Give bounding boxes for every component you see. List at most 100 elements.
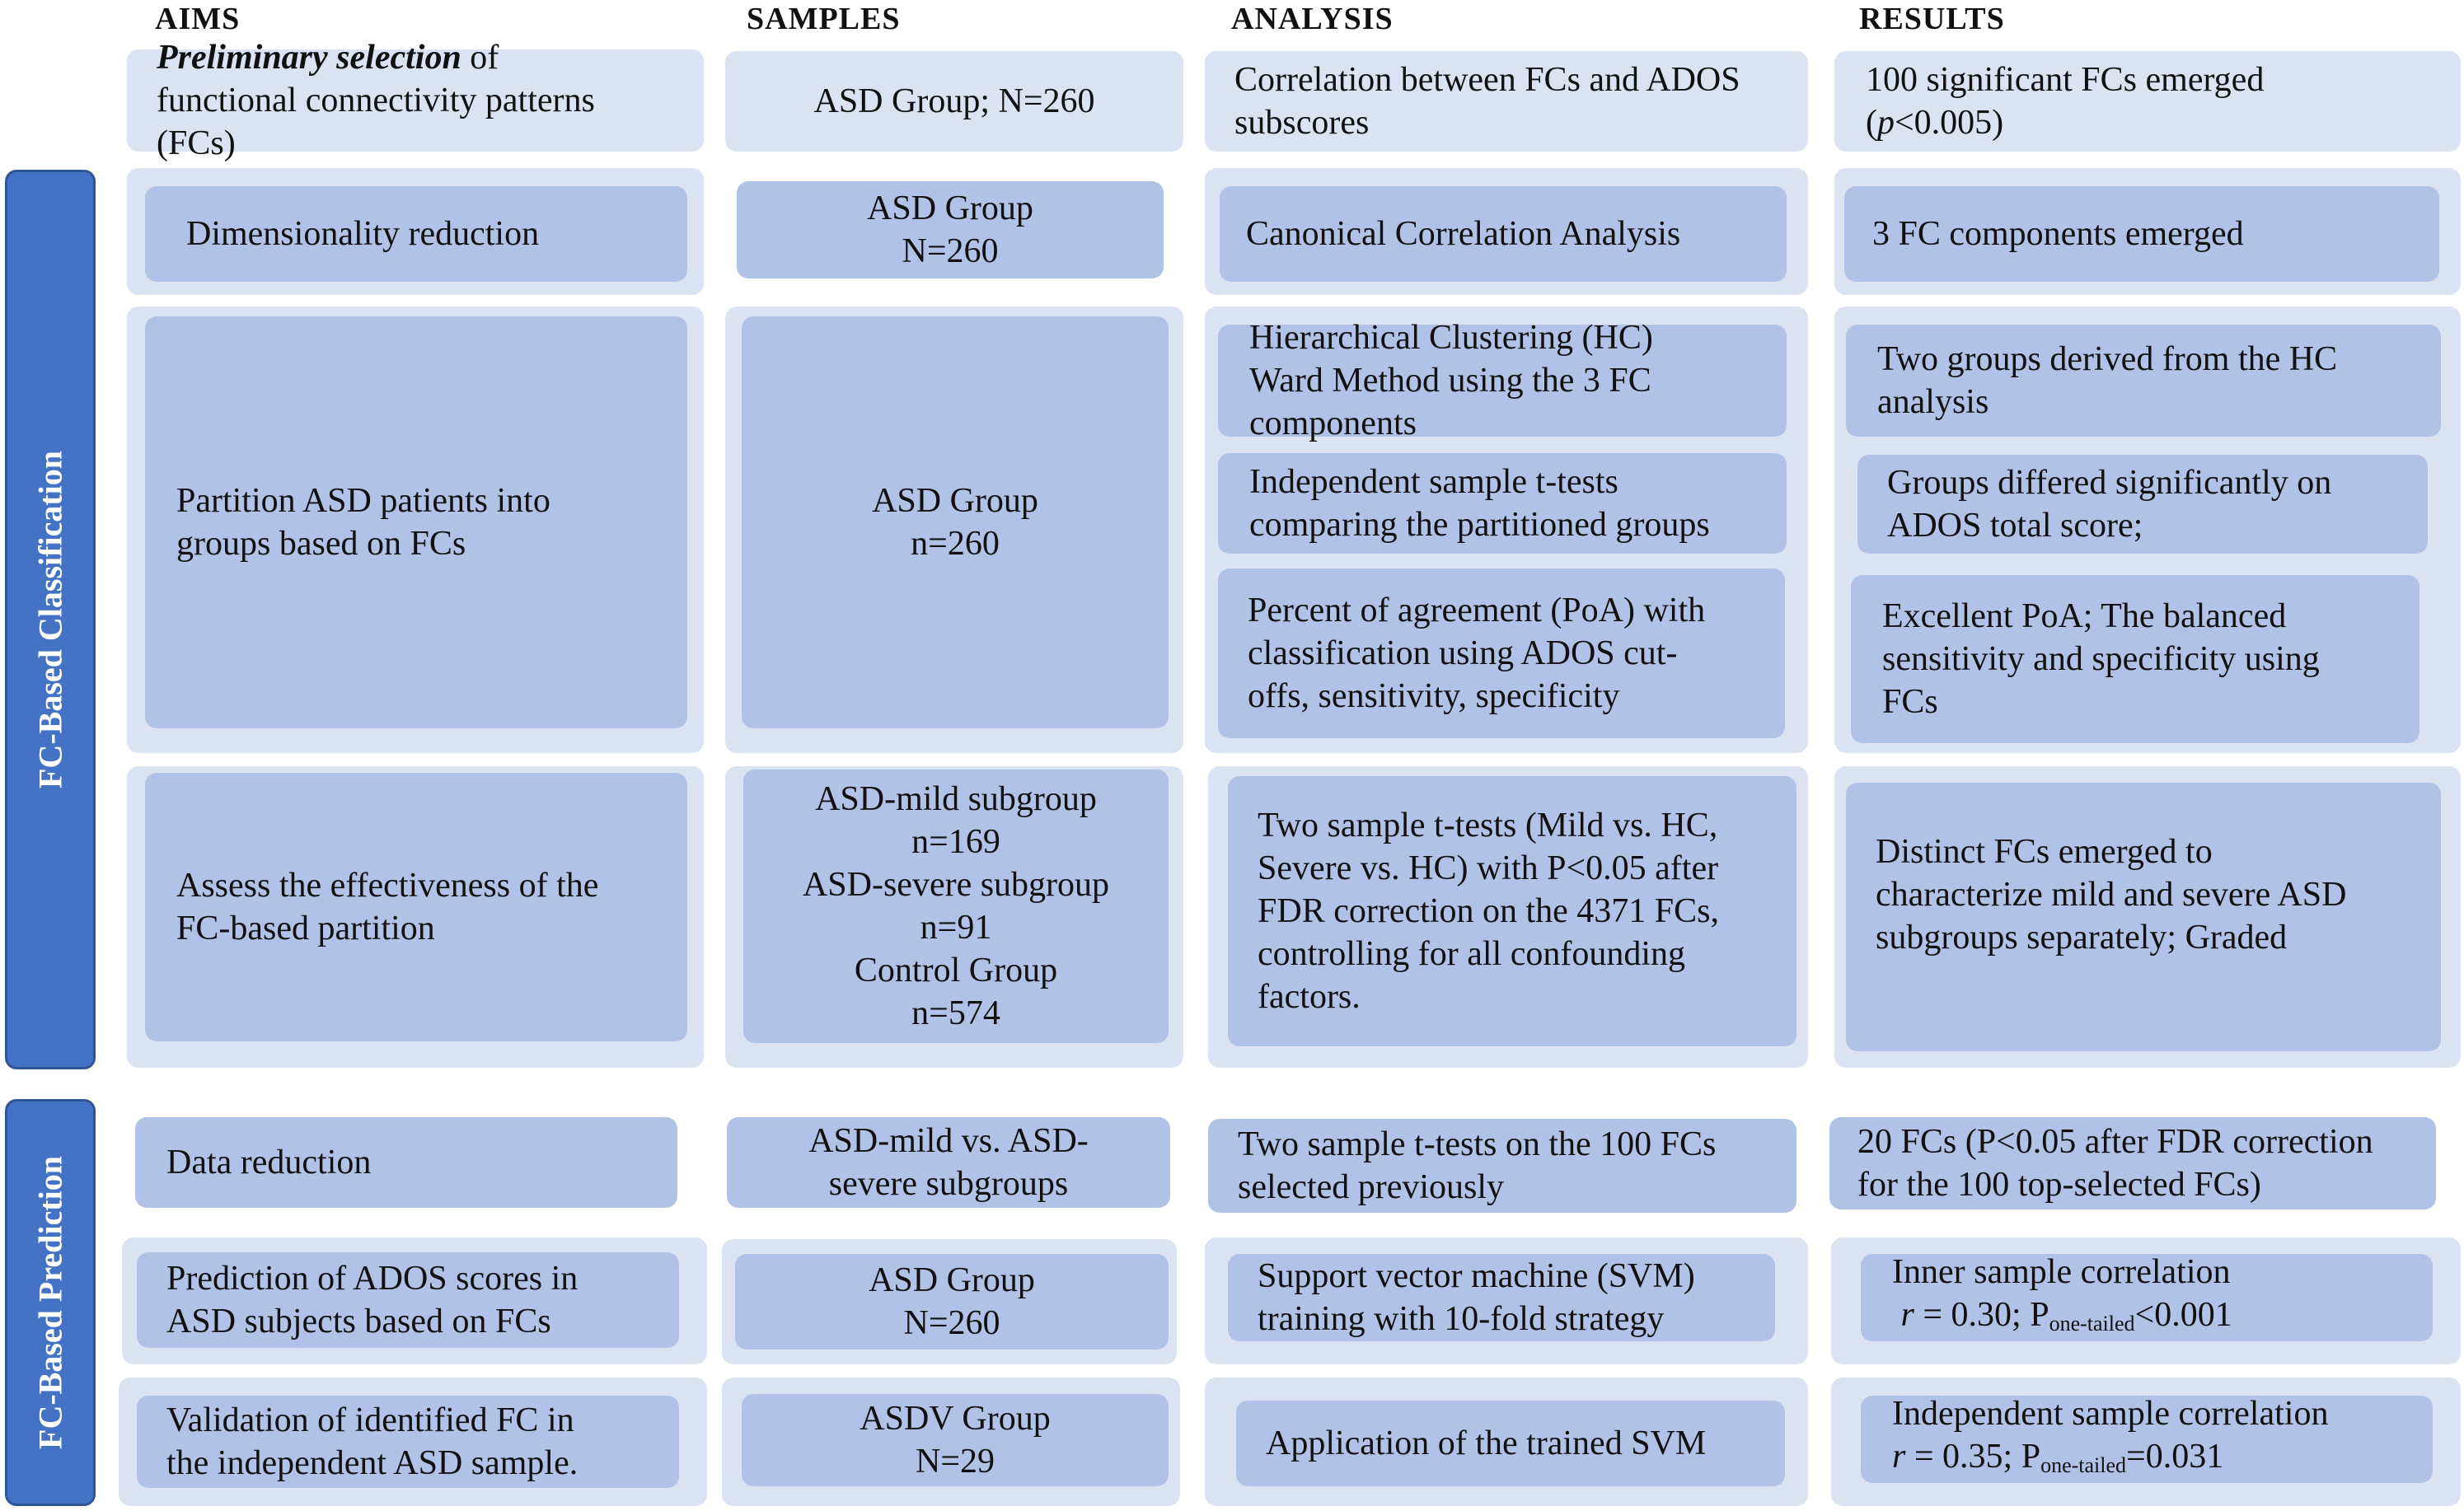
classification-side-label: FC-Based Classification — [31, 451, 69, 788]
row7-analysis-text: Application of the trained SVM — [1266, 1424, 1707, 1462]
row6-results-end: <0.001 — [2134, 1295, 2232, 1334]
row4-samples-line6: n=574 — [911, 994, 1000, 1032]
row3-analysis-b-line2: comparing the partitioned groups — [1249, 506, 1710, 544]
row4-results-box: Distinct FCs emerged to characterize mil… — [1846, 783, 2441, 1051]
row4-samples-line2: n=169 — [911, 823, 1000, 861]
row5-analysis-line1: Two sample t-tests on the 100 FCs — [1238, 1125, 1717, 1163]
classification-side-bar: FC-Based Classification — [5, 170, 96, 1069]
row3-results-a-line1: Two groups derived from the HC — [1877, 340, 2338, 378]
row1-analysis-line2: subscores — [1234, 104, 1370, 142]
row1-aims-box: Preliminary selection of functional conn… — [127, 39, 704, 162]
row3-analysis-poa-box: Percent of agreement (PoA) with classifi… — [1218, 568, 1785, 738]
row4-analysis-line3: FDR correction on the 4371 FCs, — [1258, 892, 1719, 930]
row2-results-box: 3 FC components emerged — [1844, 186, 2439, 282]
row4-samples-line4: n=91 — [920, 909, 992, 947]
row3-analysis-b-line1: Independent sample t-tests — [1249, 463, 1618, 501]
row6-samples-line2: N=260 — [903, 1304, 1000, 1342]
row2-samples-line2: N=260 — [902, 232, 999, 270]
row7-samples-line2: N=29 — [915, 1443, 995, 1481]
header-aims: AIMS — [155, 2, 241, 36]
row1-aims-emphasis: Preliminary selection — [157, 39, 461, 77]
row6-results-line2: r = 0.30; Pone-tailed<0.001 — [1892, 1293, 2232, 1345]
row3-samples-box: ASD Group n=260 — [742, 316, 1169, 728]
row3-results-b-line1: Groups differed significantly on — [1887, 464, 2332, 502]
row5-results-line2: for the 100 top-selected FCs) — [1857, 1166, 2261, 1204]
row6-samples-box: ASD Group N=260 — [735, 1254, 1169, 1350]
row3-results-ttest-box: Groups differed significantly on ADOS to… — [1857, 455, 2428, 554]
row6-results-r: r — [1900, 1295, 1914, 1334]
row4-aims-line1: Assess the effectiveness of the — [176, 867, 599, 905]
row3-analysis-c-line1: Percent of agreement (PoA) with — [1248, 592, 1706, 629]
row1-analysis-box: Correlation between FCs and ADOS subscor… — [1205, 51, 1808, 152]
row7-aims-box: Validation of identified FC in the indep… — [137, 1396, 679, 1488]
row1-results-rest: <0.005) — [1895, 104, 2004, 142]
row3-analysis-hc-box: Hierarchical Clustering (HC) Ward Method… — [1218, 319, 1787, 442]
row2-aims-box: Dimensionality reduction — [145, 186, 687, 282]
row2-results-text: 3 FC components emerged — [1872, 215, 2244, 253]
row2-samples-line1: ASD Group — [867, 189, 1033, 227]
row1-results-line2: (p<0.005) — [1866, 101, 2003, 144]
header-results: RESULTS — [1859, 2, 2005, 36]
row7-results-line1: Independent sample correlation — [1892, 1394, 2329, 1433]
prediction-side-bar: FC-Based Prediction — [5, 1099, 96, 1506]
row3-results-b-line2: ADOS total score; — [1887, 507, 2143, 545]
row6-aims-box: Prediction of ADOS scores in ASD subject… — [137, 1252, 679, 1348]
row7-results-end: =0.031 — [2126, 1437, 2224, 1476]
row3-results-poa-box: Excellent PoA; The balanced sensitivity … — [1851, 575, 2419, 743]
row5-samples-line1: ASD-mild vs. ASD- — [808, 1122, 1089, 1160]
row7-samples-line1: ASDV Group — [860, 1400, 1051, 1438]
row4-samples-box: ASD-mild subgroup n=169 ASD-severe subgr… — [743, 770, 1169, 1043]
row3-results-c-line3: FCs — [1882, 683, 1938, 721]
row7-aims-line2: the independent ASD sample. — [166, 1444, 579, 1482]
row5-analysis-box: Two sample t-tests on the 100 FCs select… — [1208, 1119, 1796, 1213]
row4-results-line1: Distinct FCs emerged to — [1876, 833, 2213, 871]
prediction-side-label: FC-Based Prediction — [31, 1156, 69, 1449]
row2-aims-text: Dimensionality reduction — [186, 215, 540, 253]
row4-analysis-line2: Severe vs. HC) with P<0.05 after — [1258, 849, 1719, 887]
row3-results-hc-box: Two groups derived from the HC analysis — [1846, 325, 2441, 437]
row3-aims-line2: groups based on FCs — [176, 525, 466, 563]
row7-results-r: r — [1892, 1437, 1906, 1476]
row6-aims-line2: ASD subjects based on FCs — [166, 1303, 551, 1340]
header-samples: SAMPLES — [747, 2, 901, 36]
row2-analysis-text: Canonical Correlation Analysis — [1246, 215, 1681, 253]
row7-results-box: Independent sample correlation r = 0.35;… — [1861, 1395, 2433, 1483]
row4-aims-box: Assess the effectiveness of the FC-based… — [145, 773, 687, 1041]
row1-aims-line1: Preliminary selection of — [157, 36, 499, 79]
row6-samples-line1: ASD Group — [869, 1261, 1035, 1299]
row3-results-c-line1: Excellent PoA; The balanced — [1882, 597, 2287, 635]
row1-results-line1: 100 significant FCs emerged — [1866, 61, 2265, 99]
row3-analysis-ttest-box: Independent sample t-tests comparing the… — [1218, 453, 1787, 554]
row1-samples-text: ASD Group; N=260 — [813, 82, 1095, 120]
row1-results-box: 100 significant FCs emerged (p<0.005) — [1834, 51, 2461, 152]
row3-analysis-c-line2: classification using ADOS cut- — [1248, 634, 1678, 672]
row4-samples-line1: ASD-mild subgroup — [815, 780, 1097, 818]
row4-analysis-box: Two sample t-tests (Mild vs. HC, Severe … — [1228, 776, 1796, 1046]
row4-results-line2: characterize mild and severe ASD — [1876, 876, 2347, 914]
row1-analysis-line1: Correlation between FCs and ADOS — [1234, 61, 1740, 99]
row6-analysis-line1: Support vector machine (SVM) — [1258, 1257, 1695, 1295]
row2-analysis-box: Canonical Correlation Analysis — [1220, 186, 1787, 282]
row3-results-c-line2: sensitivity and specificity using — [1882, 640, 2320, 678]
header-analysis: ANALYSIS — [1231, 2, 1394, 36]
row5-samples-box: ASD-mild vs. ASD- severe subgroups — [727, 1117, 1170, 1208]
row5-aims-box: Data reduction — [135, 1117, 677, 1208]
row4-analysis-line5: factors. — [1258, 978, 1361, 1016]
row1-results-paren: ( — [1866, 104, 1877, 142]
row1-aims-rest: of — [461, 39, 499, 77]
row6-results-sub: one-tailed — [2049, 1311, 2135, 1336]
row4-analysis-line4: controlling for all confounding — [1258, 935, 1686, 973]
row3-results-a-line2: analysis — [1877, 383, 1989, 421]
row7-results-line2: r = 0.35; Pone-tailed=0.031 — [1892, 1435, 2223, 1487]
row3-aims-line1: Partition ASD patients into — [176, 482, 550, 520]
row7-aims-line1: Validation of identified FC in — [166, 1401, 574, 1439]
row3-analysis-a-line2: Ward Method using the 3 FC — [1249, 362, 1651, 400]
row3-analysis-a-line1: Hierarchical Clustering (HC) — [1249, 319, 1653, 357]
row3-samples-line1: ASD Group — [872, 482, 1038, 520]
row4-results-line3: subgroups separately; Graded — [1876, 919, 2288, 957]
row3-samples-line2: n=260 — [911, 525, 1000, 563]
row1-aims-line2: functional connectivity patterns — [157, 82, 595, 119]
row7-analysis-box: Application of the trained SVM — [1236, 1401, 1785, 1486]
row5-results-line1: 20 FCs (P<0.05 after FDR correction — [1857, 1123, 2373, 1161]
row6-results-line1: Inner sample correlation — [1892, 1252, 2231, 1291]
